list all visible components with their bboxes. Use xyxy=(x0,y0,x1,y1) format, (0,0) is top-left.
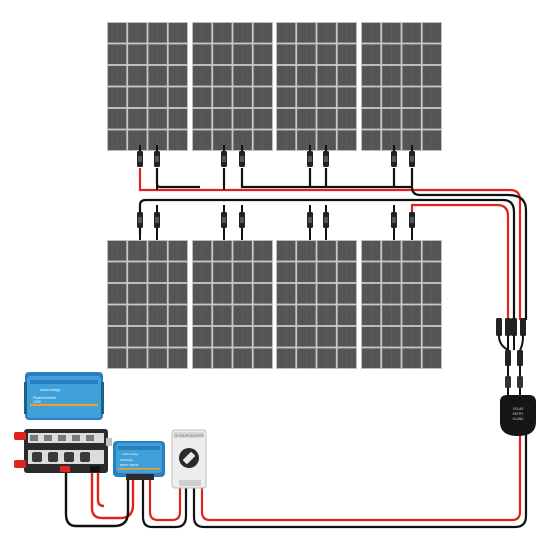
bottom-negative-wire xyxy=(138,198,516,320)
dc-solar-isolator[interactable]: DC SOLAR ISOLATOR xyxy=(171,429,207,489)
gland-label-3: GLAND xyxy=(513,417,525,421)
solar-array xyxy=(107,22,442,369)
solar-panel-r1-c2 xyxy=(192,22,273,151)
mppt-model: SmartSolar xyxy=(120,458,133,462)
run-positive xyxy=(200,432,522,522)
top-positive-wire xyxy=(138,168,522,320)
solar-panel-r2-c3 xyxy=(276,240,357,369)
mppt-brand: victron energy xyxy=(122,452,139,456)
top-link-wire xyxy=(156,175,225,190)
solar-panel-r2-c4 xyxy=(361,240,442,369)
solar-panel-r2-c1 xyxy=(107,240,188,369)
mc4-connectors xyxy=(137,145,415,240)
mppt-submodel: MPPT 100/30 xyxy=(120,463,139,467)
inverter-brand: victron energy xyxy=(40,388,60,392)
solar-panel-r1-c4 xyxy=(361,22,442,151)
gland-label-2: ENTRY xyxy=(513,412,525,416)
bottom-links xyxy=(156,205,395,235)
isolator-label: DC SOLAR ISOLATOR xyxy=(175,434,204,438)
inverter-rating: 1200 xyxy=(33,400,41,404)
solar-panel-r2-c2 xyxy=(192,240,273,369)
mppt-charge-controller[interactable]: victron energy SmartSolar MPPT 100/30 xyxy=(113,441,165,480)
bottom-positive-wire xyxy=(410,203,510,320)
isolator-mppt-neg xyxy=(141,478,188,529)
busbar-distributor xyxy=(14,429,112,473)
mppt-bus-neg xyxy=(64,470,130,528)
branch-connectors xyxy=(496,318,526,395)
solar-panel-r1-c1 xyxy=(107,22,188,151)
bus-extra-red xyxy=(96,470,105,508)
run-negative xyxy=(192,432,528,529)
gland-label-1: SOLAR xyxy=(513,407,525,411)
inverter[interactable]: victron energy Phoenix Inverter 1200 xyxy=(24,372,104,420)
solar-panel-r1-c3 xyxy=(276,22,357,151)
solar-entry-gland: SOLAR ENTRY GLAND xyxy=(500,395,536,436)
inverter-model: Phoenix Inverter xyxy=(33,396,57,400)
isolator-mppt-pos xyxy=(148,478,182,522)
mppt-bus-pos xyxy=(90,470,135,520)
